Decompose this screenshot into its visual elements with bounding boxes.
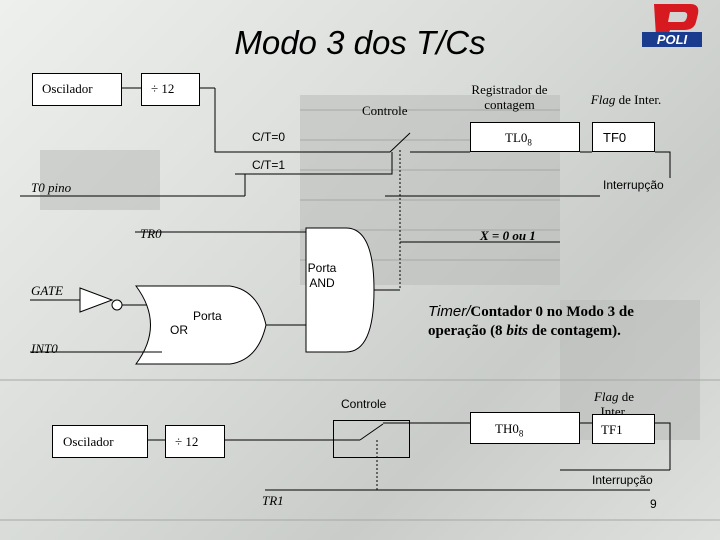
ct0-label: C/T=0 [252,130,286,144]
tl0-label: TL08 [505,130,532,151]
page-number: 9 [650,497,657,511]
oscillator-label-top: Oscilador [42,81,93,96]
tf1-flag-box: TF1 [592,414,655,444]
timer-word: Timer/ [428,303,471,320]
flag-word-top: Flag [590,92,616,107]
and-gate-label-2: AND [309,276,335,290]
or-gate-shape [135,285,267,365]
tr0-label: TR0 [140,226,162,241]
flag-label-top: Flag de Inter. [590,92,662,107]
wire-ct1-path [235,152,393,175]
th0-register-box: TH08 [470,412,580,444]
th0-subscript: 8 [518,428,524,439]
divider-label-top: ÷ 12 [151,81,175,96]
wire-switch-blade [389,132,411,153]
not-gate-bubble [111,299,123,311]
gate-label: GATE [31,283,64,298]
wire-tf1-to-interrupt [655,422,671,470]
divider-box-bottom: ÷ 12 [165,425,225,458]
interrupt-label-top: Interrupção [603,178,664,192]
page-title: Modo 3 dos T/Cs [234,24,486,61]
wire-ct0-path [214,88,390,153]
x-note-label: X = 0 ou 1 [480,228,536,243]
wire-tf0-to-interrupt [655,151,671,178]
tl0-main: TL0 [505,130,528,145]
tf0-label: TF0 [603,130,627,145]
or-gate-label-2: OR [170,323,188,337]
oscillator-label-bottom: Oscilador [63,434,114,449]
control-label-bottom: Controle [341,397,387,411]
ct1-label: C/T=1 [252,158,286,172]
svg-text:POLI: POLI [657,32,688,47]
t0-pin-label: T0 pino [31,180,72,195]
description-part1: Contador 0 no Modo 3 de operação (8 [428,304,634,339]
mode3-description: Timer/Contador 0 no Modo 3 de operação (… [428,302,648,341]
flag-rest-top: de Inter. [615,92,662,107]
control-label-top: Controle [362,103,408,118]
flag-word-bottom: Flag [593,389,619,404]
oscillator-box-top: Oscilador [32,73,122,106]
description-part2: de contagem). [528,323,621,339]
and-gate-label-1: Porta [307,261,337,275]
tf1-label: TF1 [601,422,623,437]
int0-label: INT0 [31,341,58,356]
not-gate-triangle [79,287,114,313]
interrupt-label-bottom: Interrupção [592,473,653,487]
th0-label: TH08 [495,421,523,442]
poli-logo: POLI [642,4,702,47]
divider-box-top: ÷ 12 [141,73,200,106]
wire-switch2-blade [359,423,384,441]
switch-box-bottom [333,420,410,458]
or-gate-label-1: Porta [193,309,222,323]
and-gate-shape [305,227,375,353]
divider-label-bottom: ÷ 12 [175,434,199,449]
th0-main: TH0 [495,421,519,436]
tl0-subscript: 8 [527,137,532,148]
oscillator-box-bottom: Oscilador [52,425,148,458]
tl0-register-box: TL08 [470,122,580,152]
tf0-flag-box: TF0 [592,122,655,152]
register-label: Registrador de contagem [471,82,548,112]
tr1-label: TR1 [262,493,284,508]
bits-word: bits [506,323,528,339]
